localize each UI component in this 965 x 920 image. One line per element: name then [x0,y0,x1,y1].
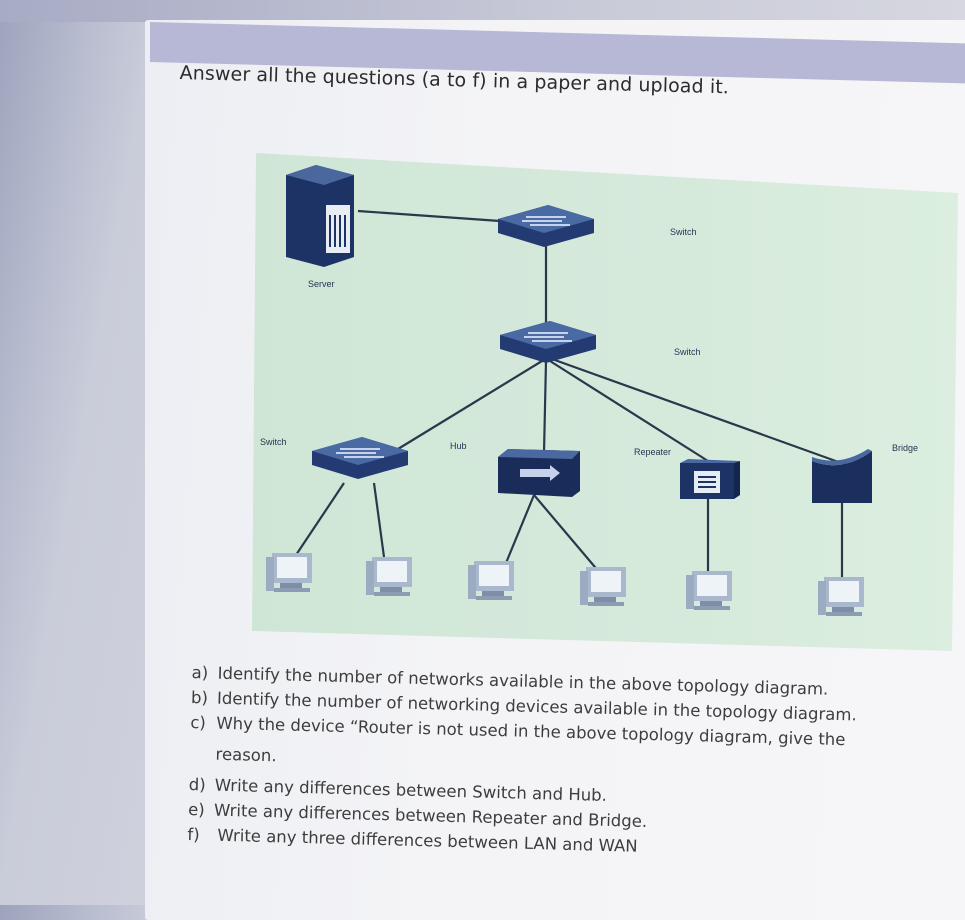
label-switch-left: Switch [260,437,287,447]
connection-lines [295,209,859,581]
question-letter: c) [190,712,207,733]
question-letter: e) [187,799,205,820]
label-server: Server [308,279,335,289]
network-topology-diagram: Switch Server Switch Switch Hub Repeater… [252,153,958,651]
repeater-icon [680,459,740,499]
label-switch-top: Switch [670,227,697,237]
label-bridge: Bridge [892,443,918,453]
hub-icon [498,449,580,497]
label-repeater: Repeater [634,447,671,457]
question-letter: b) [190,687,209,708]
label-hub: Hub [450,441,467,451]
server-icon [286,165,354,267]
browser-top-strip [0,0,965,22]
question-letter: d) [188,774,206,795]
diagram-background [252,153,958,651]
bridge-icon [812,449,872,503]
question-letter: f) [187,824,200,845]
label-switch-middle: Switch [674,347,701,357]
question-list: a) Identify the number of networks avail… [187,660,952,867]
question-letter: a) [191,662,209,683]
